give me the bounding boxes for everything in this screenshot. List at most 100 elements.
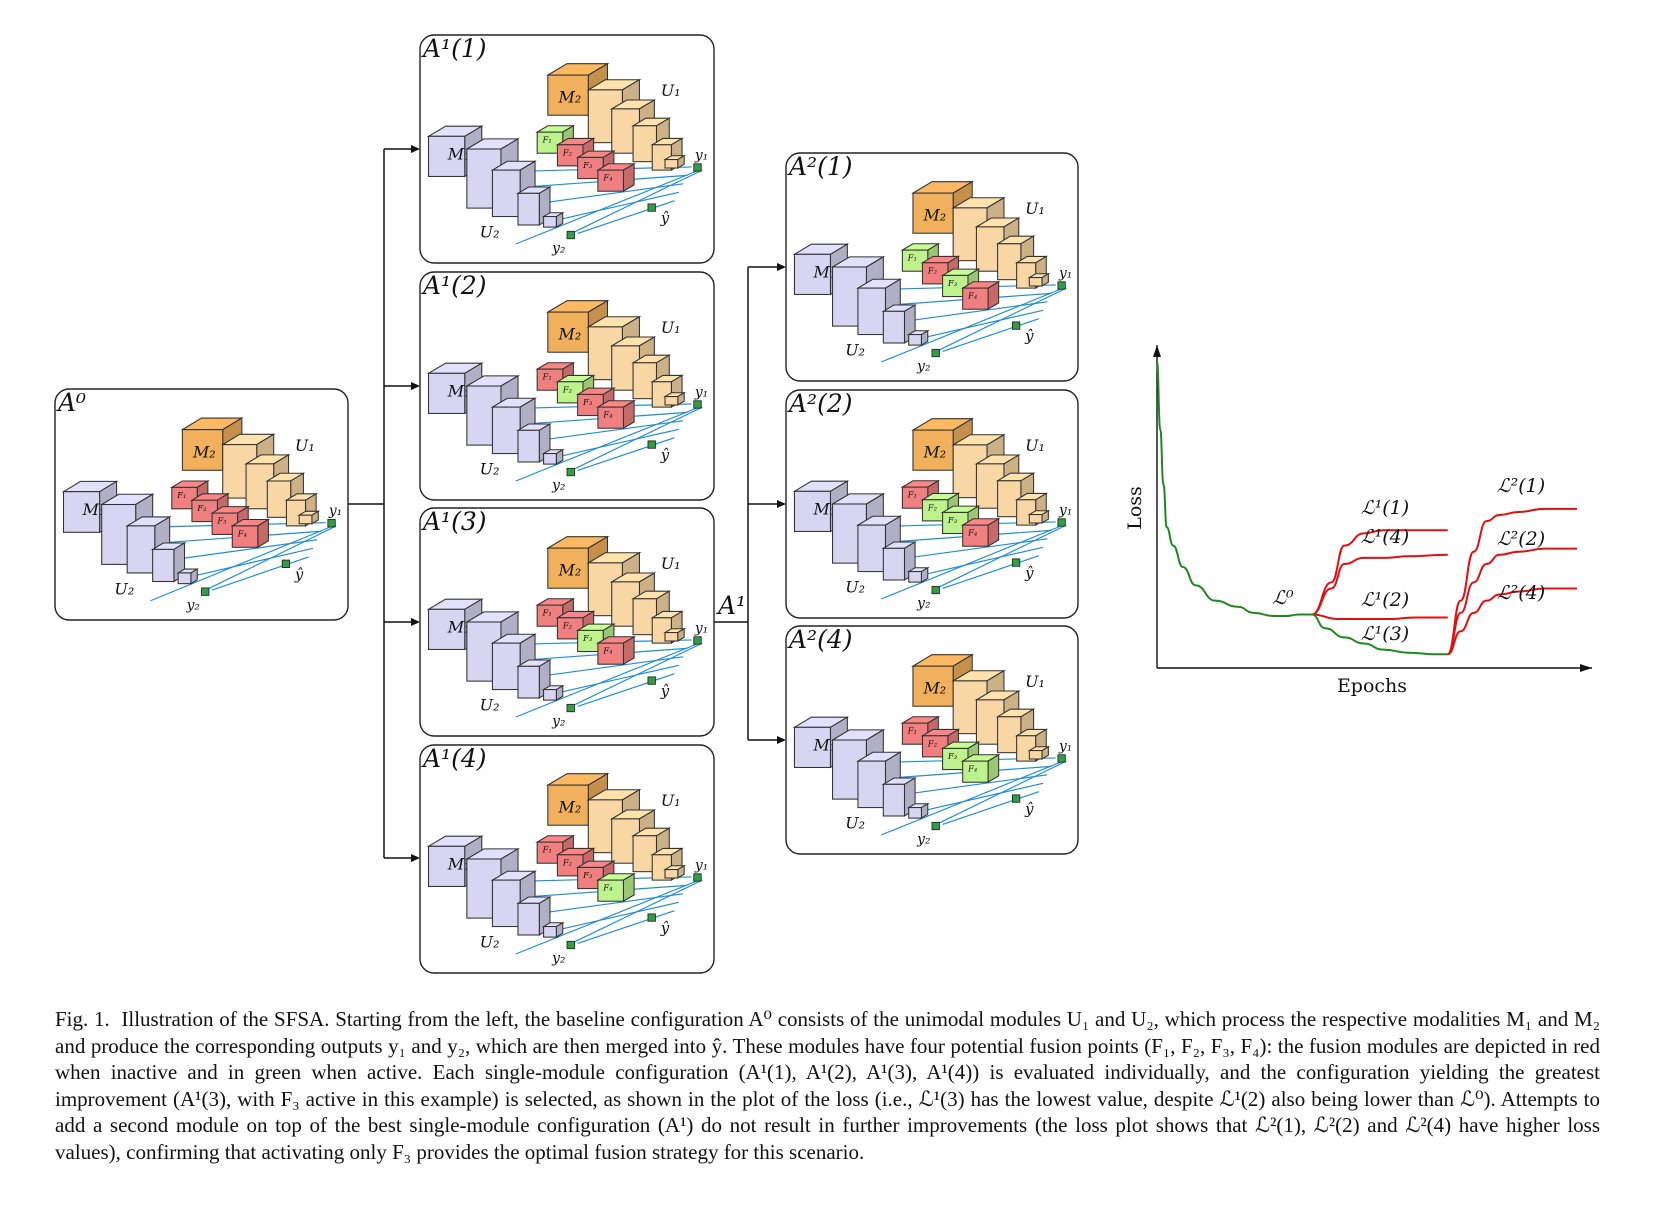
y1-block xyxy=(663,391,687,406)
arrow-head xyxy=(777,263,786,271)
fusion-label-f1: F₁ xyxy=(541,372,551,382)
x-axis-arrow xyxy=(1580,664,1592,672)
yhat-label: ŷ xyxy=(1024,565,1034,582)
u1-label: U₁ xyxy=(1025,436,1045,455)
y2-label: y₂ xyxy=(916,358,930,374)
m2-label: M₂ xyxy=(557,88,581,107)
fusion-label-f3: F₃ xyxy=(216,517,227,527)
u2-block-3 xyxy=(516,896,552,936)
fusion-label-f1: F₁ xyxy=(541,135,551,145)
y1-label: y₁ xyxy=(1058,266,1072,282)
y1-block xyxy=(663,154,687,169)
curve-label: ℒ²(4) xyxy=(1497,582,1545,604)
u1-label: U₁ xyxy=(1025,672,1045,691)
u1-block-4 xyxy=(650,137,684,172)
panel-title: A²(4) xyxy=(787,625,853,654)
u2-label: U₂ xyxy=(480,223,500,242)
fusion-module-f4 xyxy=(595,872,637,903)
yhat-label: ŷ xyxy=(1024,328,1034,345)
loss-series xyxy=(1311,613,1448,656)
yhat-output-node xyxy=(647,676,656,685)
y2-block xyxy=(541,684,565,702)
fusion-label-f2: F₂ xyxy=(562,620,573,630)
loss-series xyxy=(1156,361,1313,617)
y-axis-label: Loss xyxy=(1124,486,1146,530)
caption-text: Illustration of the SFSA. Starting from … xyxy=(55,1007,1601,1164)
u1-label: U₁ xyxy=(661,318,681,337)
fusion-module-f4 xyxy=(595,399,637,430)
y-axis-arrow xyxy=(1153,345,1161,357)
u2-label: U₂ xyxy=(480,933,500,952)
fusion-label-f4: F₄ xyxy=(237,530,248,540)
y2-block xyxy=(176,568,200,585)
fusion-label-f2: F₂ xyxy=(196,504,207,514)
y2-block xyxy=(541,448,565,466)
panel-title: A¹(1) xyxy=(421,34,487,63)
fusion-module-f4 xyxy=(230,518,271,549)
panel-title: A¹(2) xyxy=(421,271,487,300)
y1-output-node xyxy=(693,873,702,882)
curve-label: ℒ¹(4) xyxy=(1361,526,1409,548)
y1-block xyxy=(663,864,687,879)
fusion-label-f1: F₁ xyxy=(907,253,917,263)
y1-output-node xyxy=(1057,281,1066,290)
y2-output-node xyxy=(566,230,575,240)
fusion-label-f4: F₄ xyxy=(967,528,978,538)
fusion-module-f4 xyxy=(960,517,1001,548)
fusion-label-f4: F₄ xyxy=(967,764,978,774)
u2-block-3 xyxy=(516,659,552,699)
m1-label: M₁ xyxy=(447,618,471,637)
m2-label: M₂ xyxy=(557,325,581,344)
y1-label: y₁ xyxy=(328,503,342,519)
y2-block xyxy=(541,921,565,939)
m2-label: M₂ xyxy=(192,442,216,461)
y1-label: y₁ xyxy=(694,148,708,164)
yhat-output-node xyxy=(281,559,291,569)
m1-label: M₁ xyxy=(447,382,471,401)
fusion-label-f4: F₄ xyxy=(967,291,978,301)
arrow-head xyxy=(411,382,420,390)
y2-output-node xyxy=(931,821,940,831)
panel-title: A¹(3) xyxy=(421,507,487,536)
y1-block xyxy=(297,510,321,525)
fusion-label-f3: F₃ xyxy=(582,633,593,643)
m1-label: M₁ xyxy=(447,145,471,164)
fusion-label-f2: F₂ xyxy=(927,502,938,512)
m2-label: M₂ xyxy=(923,443,947,462)
loss-plot: EpochsLossℒ⁰ℒ¹(1)ℒ¹(4)ℒ¹(2)ℒ¹(3)ℒ²(1)ℒ²(… xyxy=(1124,345,1592,697)
fusion-label-f3: F₃ xyxy=(582,870,593,880)
y2-label: y₂ xyxy=(186,597,201,613)
x-axis-label: Epochs xyxy=(1337,675,1407,697)
loss-series xyxy=(1311,553,1448,616)
u2-label: U₂ xyxy=(845,341,865,360)
u1-label: U₁ xyxy=(295,436,315,455)
u1-label: U₁ xyxy=(661,554,681,573)
y2-output-node xyxy=(566,703,575,713)
y2-output-node xyxy=(931,348,940,358)
stage1-arrow-label: A¹ xyxy=(716,591,746,620)
y2-label: y₂ xyxy=(551,950,565,966)
y2-label: y₂ xyxy=(916,831,930,847)
fusion-label-f2: F₂ xyxy=(927,738,938,748)
fusion-label-f4: F₄ xyxy=(602,883,613,893)
panel-title: A⁰ xyxy=(56,388,86,417)
y1-label: y₁ xyxy=(694,385,708,401)
arrow-head xyxy=(411,854,420,862)
fusion-label-f1: F₁ xyxy=(541,845,551,855)
y1-output-node xyxy=(1057,518,1066,527)
arrow-head xyxy=(411,618,420,626)
yhat-output-node xyxy=(647,913,656,922)
yhat-output-node xyxy=(1011,558,1021,567)
caption-prefix: Fig. 1. xyxy=(55,1007,110,1031)
